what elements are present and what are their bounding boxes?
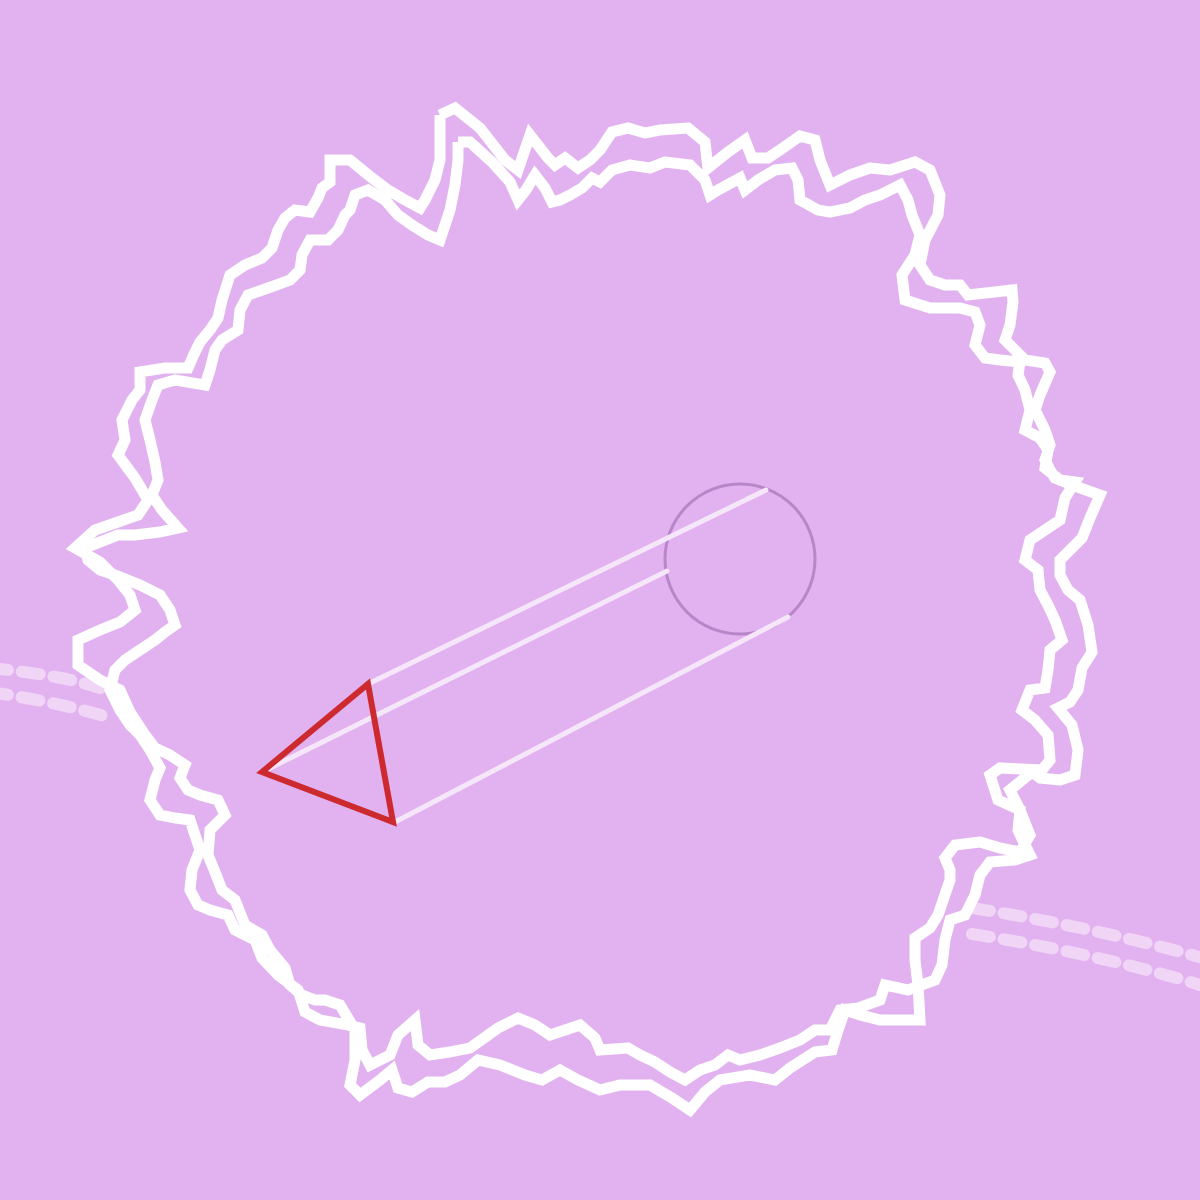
jagged-ring-outer [65,101,1108,1118]
trail-line-top [365,487,769,687]
dashed-band-right [966,902,1200,992]
red-triangle [256,678,397,827]
dashed-band-left [0,663,110,722]
jagged-ring-inner [78,136,1085,1087]
trail-line-middle [259,568,670,775]
trail-line-bottom [392,614,791,825]
small-circle [663,482,817,636]
trail-lines [259,487,791,825]
